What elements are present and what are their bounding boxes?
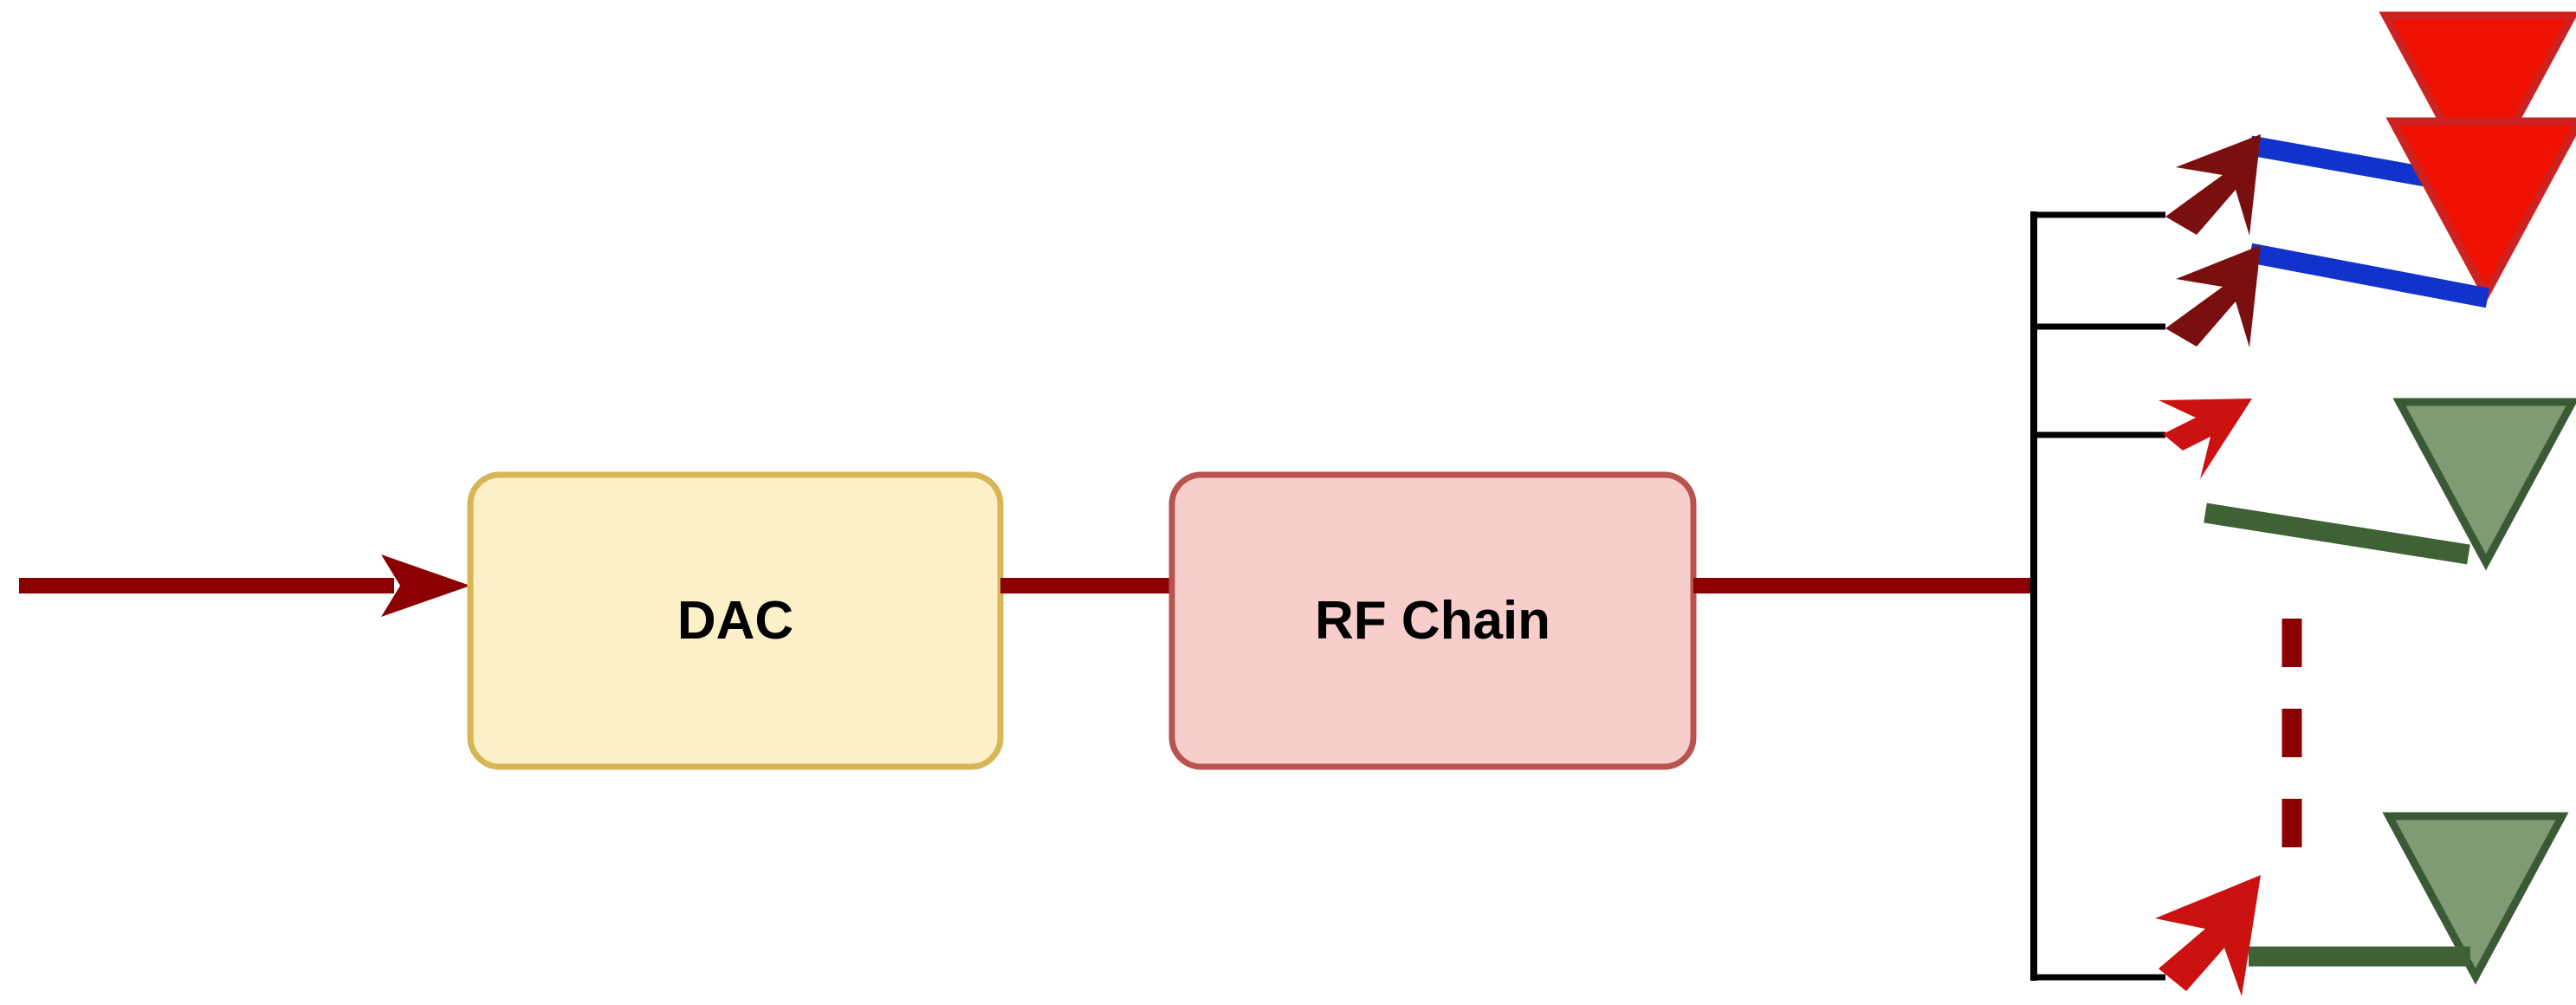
steering-arrow-icon [2165, 245, 2261, 347]
steering-arrow-icon [2155, 875, 2261, 996]
antenna-element-3[interactable] [2159, 398, 2576, 571]
steering-arrow-icon [2159, 399, 2252, 479]
antenna-beam-line [2248, 243, 2490, 308]
rf-chain-block-label: RF Chain [1315, 591, 1550, 651]
antenna-beam-line [2204, 502, 2470, 565]
dac-block-shape[interactable] [467, 471, 1004, 770]
antenna-element-2[interactable] [2165, 117, 2576, 347]
rf-chain-block[interactable]: RF Chain [1168, 471, 1697, 770]
antenna-triangle-icon[interactable] [2379, 11, 2576, 198]
antenna-element-4[interactable] [2155, 812, 2569, 996]
rf-chain-block-shape[interactable] [1168, 471, 1697, 770]
antenna-triangle-icon[interactable] [2385, 117, 2576, 303]
input-signal-arrow [19, 554, 470, 617]
input-arrowhead-icon [381, 554, 470, 617]
splitter-bus [2030, 211, 2165, 981]
antenna-triangle-icon[interactable] [2392, 398, 2576, 571]
dac-block[interactable]: DAC [467, 471, 1004, 770]
dac-block-label: DAC [677, 591, 793, 651]
steering-arrow-icon [2165, 134, 2261, 236]
antenna-triangle-icon[interactable] [2382, 812, 2569, 985]
